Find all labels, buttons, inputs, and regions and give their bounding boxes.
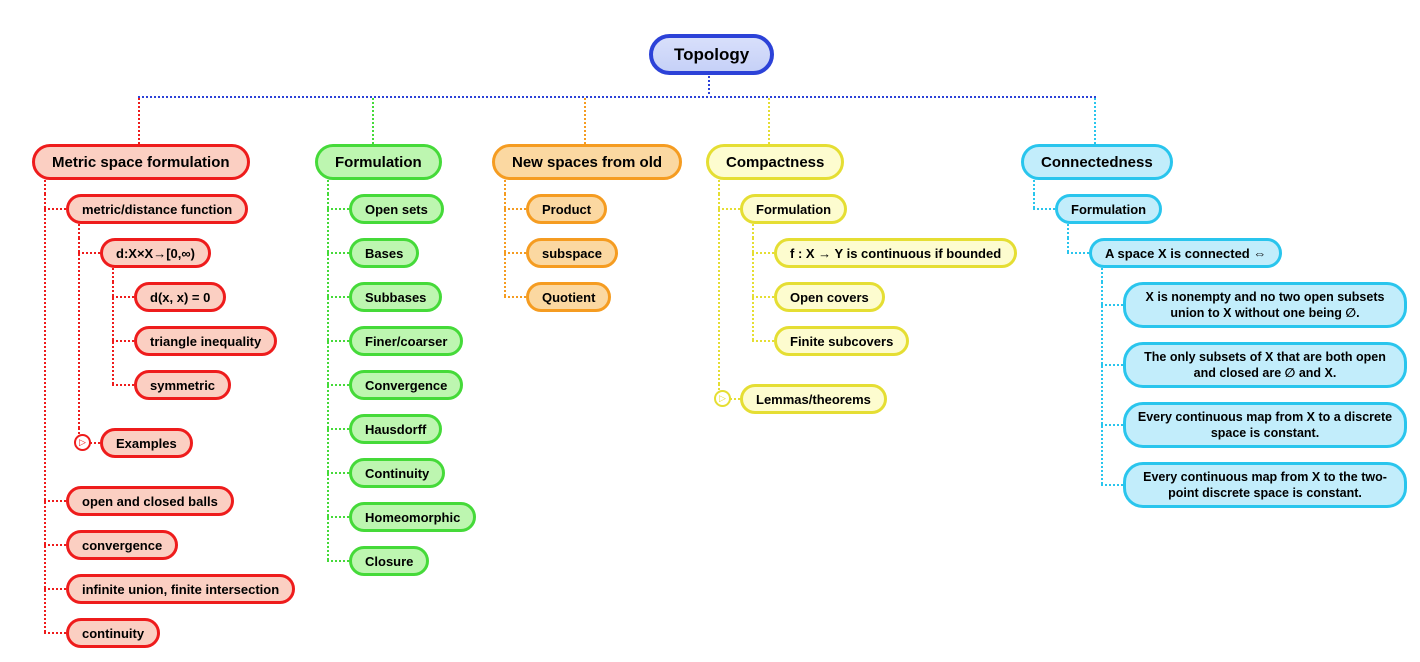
node-continuity[interactable]: continuity [66, 618, 161, 648]
tree-row: d(x, x) = 0 [111, 282, 295, 326]
branch-drop-green [372, 98, 374, 144]
node-convergence[interactable]: convergence [66, 530, 179, 560]
branch-drop-orange [584, 98, 586, 144]
node-homeomorphic[interactable]: Homeomorphic [349, 502, 477, 532]
tree-row: Homeomorphic [326, 502, 477, 546]
tree-row: X is nonempty and no two open subsets un… [1101, 282, 1407, 342]
node-open-and-closed-balls[interactable]: open and closed balls [66, 486, 234, 516]
node-open-covers[interactable]: Open covers [774, 282, 885, 312]
node-space-connected-iff[interactable]: A space X is connected ⇔ [1089, 238, 1283, 268]
tree-row: Every continuous map from X to a discret… [1101, 402, 1407, 462]
node-metric-space-formulation[interactable]: Metric space formulation [32, 144, 250, 180]
tree-row: Closure [326, 546, 476, 590]
node-metric-distance-function[interactable]: metric/distance function [66, 194, 249, 224]
node-convergence-green[interactable]: Convergence [349, 370, 464, 400]
branch-compactness: Compactness Formulation f : X → Y is con… [706, 144, 1018, 428]
collapse-toggle-icon[interactable]: ▷ [714, 390, 731, 407]
node-subbases[interactable]: Subbases [349, 282, 443, 312]
tree-row: Formulation A space X is connected ⇔ X i… [1033, 194, 1407, 550]
tree-row: Quotient [503, 282, 682, 326]
tree-row: triangle inequality [111, 326, 295, 370]
branch-formulation: Formulation Open sets Bases Subbases Fin… [315, 144, 477, 590]
branch-children: Formulation A space X is connected ⇔ X i… [1033, 180, 1407, 550]
tree-row: Bases [326, 238, 476, 282]
node-quotient[interactable]: Quotient [526, 282, 612, 312]
node-finite-subcovers[interactable]: Finite subcovers [774, 326, 910, 356]
node-bases[interactable]: Bases [349, 238, 420, 268]
tree-row: open and closed balls [43, 486, 295, 530]
tree-row: symmetric [111, 370, 295, 414]
branch-drop-cyan [1094, 98, 1096, 144]
tree-row: Product [503, 194, 682, 238]
branch-children: d(x, x) = 0 triangle inequality symmetri… [111, 268, 295, 414]
tree-row: Continuity [326, 458, 476, 502]
branch-children: d:X×X→[0,∞) d(x, x) = 0 triangle inequal… [74, 224, 295, 472]
tree-row: metric/distance function d:X×X→[0,∞) d(x… [43, 194, 295, 486]
tree-row: Convergence [326, 370, 476, 414]
node-subspace[interactable]: subspace [526, 238, 618, 268]
tree-row: continuity [43, 618, 295, 662]
node-open-sets[interactable]: Open sets [349, 194, 444, 224]
tree-row: Finer/coarser [326, 326, 476, 370]
branch-children: f : X → Y is continuous if bounded Open … [751, 224, 1018, 370]
tree-row: Subbases [326, 282, 476, 326]
tree-row: convergence [43, 530, 295, 574]
tree-row: Every continuous map from X to the two-p… [1101, 462, 1407, 522]
node-closure[interactable]: Closure [349, 546, 430, 576]
tree-row: A space X is connected ⇔ X is nonempty a… [1067, 238, 1407, 536]
node-compactness[interactable]: Compactness [706, 144, 845, 180]
node-dxx-equals-0[interactable]: d(x, x) = 0 [134, 282, 227, 312]
tree-row: ▷ Lemmas/theorems [714, 384, 1017, 428]
tree-row: Formulation f : X → Y is continuous if b… [717, 194, 1018, 384]
tree-row: subspace [503, 238, 682, 282]
root-drop-line [708, 76, 710, 96]
node-nonempty-no-two-open[interactable]: X is nonempty and no two open subsets un… [1123, 282, 1407, 328]
tree-row: The only subsets of X that are both open… [1101, 342, 1407, 402]
node-examples[interactable]: Examples [100, 428, 193, 458]
branch-children: X is nonempty and no two open subsets un… [1101, 268, 1407, 522]
branch-metric-space-formulation: Metric space formulation metric/distance… [32, 144, 296, 662]
node-continuous-if-bounded[interactable]: f : X → Y is continuous if bounded [774, 238, 1018, 268]
tree-row: Open sets [326, 194, 476, 238]
branch-children: Open sets Bases Subbases Finer/coarser C… [326, 180, 477, 590]
branch-children: Formulation f : X → Y is continuous if b… [714, 180, 1018, 428]
tree-row: Finite subcovers [751, 326, 1017, 370]
tree-row: d:X×X→[0,∞) d(x, x) = 0 triangle inequal… [77, 238, 295, 428]
node-lemmas-theorems[interactable]: Lemmas/theorems [740, 384, 887, 414]
branch-new-spaces-from-old: New spaces from old Product subspace Quo… [492, 144, 683, 326]
branch-connectedness: Connectedness Formulation A space X is c… [1021, 144, 1407, 550]
node-d-xxx-interval[interactable]: d:X×X→[0,∞) [100, 238, 211, 268]
branch-children: A space X is connected ⇔ X is nonempty a… [1067, 224, 1407, 536]
node-topology[interactable]: Topology [649, 34, 775, 75]
tree-row: f : X → Y is continuous if bounded [751, 238, 1018, 282]
node-compactness-formulation[interactable]: Formulation [740, 194, 848, 224]
node-product[interactable]: Product [526, 194, 608, 224]
node-infinite-union-finite-intersection[interactable]: infinite union, finite intersection [66, 574, 296, 604]
node-map-discrete-constant[interactable]: Every continuous map from X to a discret… [1123, 402, 1407, 448]
branch-children: Product subspace Quotient [503, 180, 682, 326]
tree-row: ▷ Examples [74, 428, 295, 472]
node-triangle-inequality[interactable]: triangle inequality [134, 326, 278, 356]
node-finer-coarser[interactable]: Finer/coarser [349, 326, 464, 356]
node-formulation[interactable]: Formulation [315, 144, 442, 180]
node-only-clopen-subsets[interactable]: The only subsets of X that are both open… [1123, 342, 1407, 388]
tree-row: infinite union, finite intersection [43, 574, 296, 618]
tree-row: Hausdorff [326, 414, 476, 458]
branch-children: metric/distance function d:X×X→[0,∞) d(x… [43, 180, 296, 662]
node-symmetric[interactable]: symmetric [134, 370, 232, 400]
branch-drop-red [138, 98, 140, 144]
node-continuity-green[interactable]: Continuity [349, 458, 446, 488]
node-map-two-point-constant[interactable]: Every continuous map from X to the two-p… [1123, 462, 1407, 508]
node-connectedness[interactable]: Connectedness [1021, 144, 1173, 180]
collapse-toggle-icon[interactable]: ▷ [74, 434, 91, 451]
branch-drop-yellow [768, 98, 770, 144]
node-connectedness-formulation[interactable]: Formulation [1055, 194, 1163, 224]
tree-row: Open covers [751, 282, 1017, 326]
node-hausdorff[interactable]: Hausdorff [349, 414, 443, 444]
node-new-spaces-from-old[interactable]: New spaces from old [492, 144, 683, 180]
trunk-connector-line [138, 96, 1096, 98]
